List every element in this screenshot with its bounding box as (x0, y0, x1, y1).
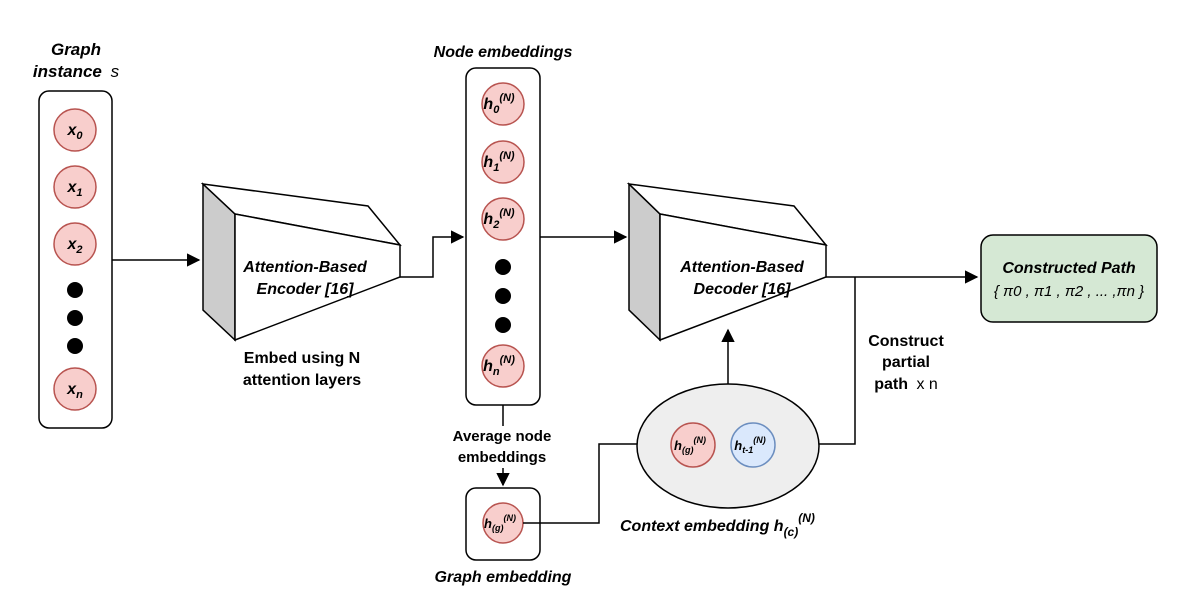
construct-label-line2: partial (882, 354, 930, 371)
constructed-path-title: Constructed Path (1002, 260, 1136, 277)
svg-text:ht-1(N): ht-1(N) (734, 435, 765, 455)
svg-text:x1: x1 (66, 179, 82, 199)
constructed-path-box (980, 234, 1158, 323)
graph-embedding-title: Graph embedding (435, 569, 572, 586)
average-node-embeddings-line1: Average node (453, 428, 552, 445)
svg-text:path x n: path x n (874, 376, 938, 393)
ellipsis-dot (67, 310, 83, 326)
construct-label-line1: Construct (868, 333, 944, 350)
svg-text:h(g)(N): h(g)(N) (484, 513, 516, 533)
decoder-label-line2: Decoder [16] (694, 281, 792, 298)
svg-text:h(g)(N): h(g)(N) (674, 435, 706, 455)
graph-instance-title-line1: Graph (51, 40, 101, 59)
context-embedding-ellipse (636, 383, 820, 509)
node-embedding-h2: h2(N) (481, 197, 525, 241)
node-embedding-hn: hn(N) (481, 344, 525, 388)
svg-text:h1(N): h1(N) (483, 150, 515, 174)
context-node-hg: h(g)(N) (670, 422, 716, 468)
ellipsis-dot (495, 288, 511, 304)
decoder-block (626, 182, 828, 342)
graph-instance-var: s (111, 62, 120, 81)
encoder-caption-line2: attention layers (243, 372, 361, 389)
svg-text:xn: xn (66, 381, 83, 401)
svg-text:h2(N): h2(N) (483, 207, 515, 231)
encoder-label-line1: Attention-Based (242, 259, 368, 276)
ellipsis-dot (495, 317, 511, 333)
graph-node-x2: x2 (53, 222, 97, 266)
graph-node-xn: xn (53, 367, 97, 411)
graph-embedding-node-hg: h(g)(N) (482, 502, 524, 544)
node-embedding-h0: h0(N) (481, 82, 525, 126)
ellipsis-dot (67, 338, 83, 354)
svg-text:x2: x2 (66, 236, 82, 256)
encoder-caption-line1: Embed using N (244, 350, 360, 367)
svg-text:instance s: instance s (33, 62, 120, 81)
node-embeddings-title: Node embeddings (434, 44, 573, 61)
construct-label-line3: path (874, 376, 908, 393)
arrow-graph-embedding-to-context (523, 437, 666, 524)
encoder-block (200, 182, 402, 342)
decoder-label-line1: Attention-Based (679, 259, 805, 276)
svg-text:x0: x0 (66, 122, 83, 142)
context-node-ht-1: ht-1(N) (730, 422, 776, 468)
ellipsis-dot (495, 259, 511, 275)
ellipsis-dot (67, 282, 83, 298)
graph-node-x0: x0 (53, 108, 97, 152)
context-embedding-label: Context embedding h(c)(N) (620, 511, 815, 539)
svg-text:hn(N): hn(N) (483, 354, 515, 378)
encoder-label-line2: Encoder [16] (257, 281, 355, 298)
average-node-embeddings-line2: embeddings (458, 449, 546, 466)
construct-label-suffix: x n (916, 376, 937, 393)
svg-text:h0(N): h0(N) (483, 92, 515, 116)
constructed-path-sequence: { π0 , π1 , π2 , ... ,πn } (994, 283, 1144, 300)
graph-instance-title-line2: instance (33, 62, 102, 81)
graph-node-x1: x1 (53, 165, 97, 209)
arrow-encoder-to-node-embeddings (400, 230, 465, 278)
node-embedding-h1: h1(N) (481, 140, 525, 184)
